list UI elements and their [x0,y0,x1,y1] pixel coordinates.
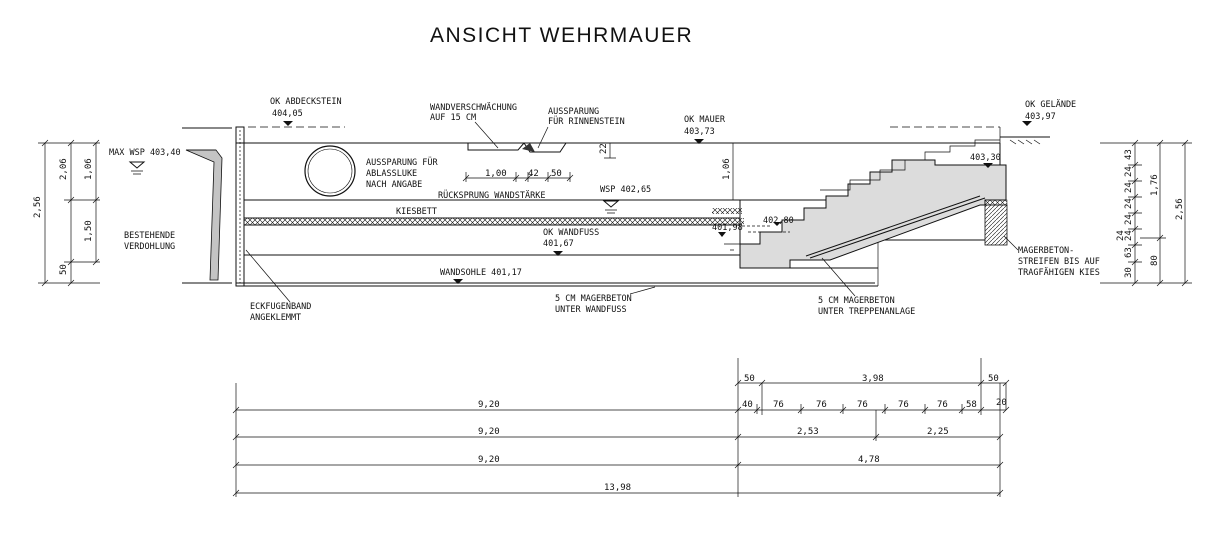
label-wandsohle: WANDSOHLE 401,17 [440,268,522,278]
label-ok-gelaende-value: 403,97 [1025,112,1056,122]
label-magerbeton-streifen: MAGERBETON- [1018,246,1074,256]
dim-aussparung-42: 42 [528,169,539,179]
label-ok-wandfuss-value: 401,67 [543,239,574,249]
dim-b3-225: 2,25 [927,427,949,437]
dim-b2-920: 9,20 [478,400,500,410]
dim-mid-106: 1,06 [722,158,732,180]
dim-left-150: 1,50 [84,220,94,242]
label-level-401-98: 401,98 [712,223,743,233]
dim-aussparung-50: 50 [551,169,562,179]
label-ok-abdeckstein: OK ABDECKSTEIN [270,97,342,107]
label-level-402-80: 402,80 [763,216,794,226]
dim-aussparung-100: 1,00 [485,169,507,179]
label-wandverschwaechung-2: AUF 15 CM [430,113,476,123]
label-ok-mauer: OK MAUER [684,115,726,125]
dim-right-24f: 24 [1116,230,1126,241]
dim-b2-76c: 76 [857,400,868,410]
dim-right-30: 30 [1124,267,1134,278]
dim-right-total: 2,56 [1175,198,1185,220]
label-magerbeton-wandfuss: 5 CM MAGERBETON [555,294,632,304]
label-aussparung-luke-3: NACH ANGABE [366,180,422,190]
dims-bottom: 50 3,98 50 9,20 40 76 76 76 76 76 58 20 … [232,358,1010,497]
dims-left: 2,56 2,06 50 1,06 1,50 [33,139,100,287]
dim-b4-920: 9,20 [478,455,500,465]
dim-b2-76e: 76 [937,400,948,410]
dims-right: 2,56 1,76 80 43 24 24 24 24 24 24 63 30 [1100,139,1192,287]
dim-b4-478: 4,78 [858,455,880,465]
label-kiesbett: KIESBETT [396,207,437,217]
label-ok-wandfuss: OK WANDFUSS [543,228,599,238]
dim-b2-58: 58 [966,400,977,410]
dim-left-106: 1,06 [84,158,94,180]
dim-b1-50a: 50 [744,374,755,384]
annotations: OK ABDECKSTEIN 404,05 WANDVERSCHWÄCHUNG … [109,97,1100,323]
label-aussparung-luke-2: ABLASSLUKE [366,169,417,179]
label-aussparung-rinne-2: FÜR RINNENSTEIN [548,116,625,127]
dim-b1-398: 3,98 [862,374,884,384]
existing-culvert [182,127,232,284]
dim-right-63: 63 [1124,247,1134,258]
label-verdohlung: VERDOHLUNG [124,242,175,252]
drawing-title: ANSICHT WEHRMAUER [430,24,693,47]
label-ok-gelaende: OK GELÄNDE [1025,99,1076,110]
stair-structure [712,139,1008,269]
dim-right-176: 1,76 [1150,174,1160,196]
label-eckfugenband: ECKFUGENBAND [250,302,311,312]
dim-right-24a: 24 [1124,166,1134,177]
dim-right-080: 80 [1150,255,1160,266]
dim-left-total: 2,56 [33,196,43,218]
dim-left-050: 50 [59,264,69,275]
label-rueckspruung: RÜCKSPRUNG WANDSTÄRKE [438,190,545,201]
dim-b5-1398: 13,98 [604,483,631,493]
label-ok-abdeckstein-value: 404,05 [272,109,303,119]
dims-aussparung: 1,00 42 50 22 1,06 [462,142,739,201]
label-unter-treppenanlage: UNTER TREPPENANLAGE [818,307,915,317]
label-streifen-bis-auf: STREIFEN BIS AUF [1018,257,1100,267]
label-ok-mauer-value: 403,73 [684,127,715,137]
level-markers [128,121,1032,284]
dim-b2-76a: 76 [773,400,784,410]
label-tragfaehigen-kies: TRAGFÄHIGEN KIES [1018,267,1100,278]
dim-b3-253: 2,53 [797,427,819,437]
label-max-wsp: MAX WSP 403,40 [109,148,181,158]
label-wandverschwaechung: WANDVERSCHWÄCHUNG [430,102,517,113]
dim-right-24e: 24 [1124,230,1134,241]
label-unter-wandfuss: UNTER WANDFUSS [555,305,627,315]
dim-b1-50b: 50 [988,374,999,384]
dim-b3-920: 9,20 [478,427,500,437]
label-aussparung-luke: AUSSPARUNG FÜR [366,157,439,168]
dim-left-206: 2,06 [59,158,69,180]
dim-b2-76d: 76 [898,400,909,410]
label-wsp-2: WSP 402,65 [600,185,651,195]
dim-b2-76b: 76 [816,400,827,410]
dim-right-24c: 24 [1124,198,1134,209]
label-bestehende: BESTEHENDE [124,231,175,241]
wall-elevation [235,126,1050,287]
dim-right-24d: 24 [1124,214,1134,225]
label-aussparung-rinne: AUSSPARUNG [548,107,599,117]
label-magerbeton-treppe: 5 CM MAGERBETON [818,296,895,306]
dim-aussparung-22: 22 [599,143,609,154]
dim-right-24b: 24 [1124,182,1134,193]
label-level-403-30: 403,30 [970,153,1001,163]
dim-b2-20: 20 [996,398,1007,408]
dim-b2-40: 40 [742,400,753,410]
dim-right-43: 43 [1124,149,1134,160]
label-angeklemmt: ANGEKLEMMT [250,313,301,323]
